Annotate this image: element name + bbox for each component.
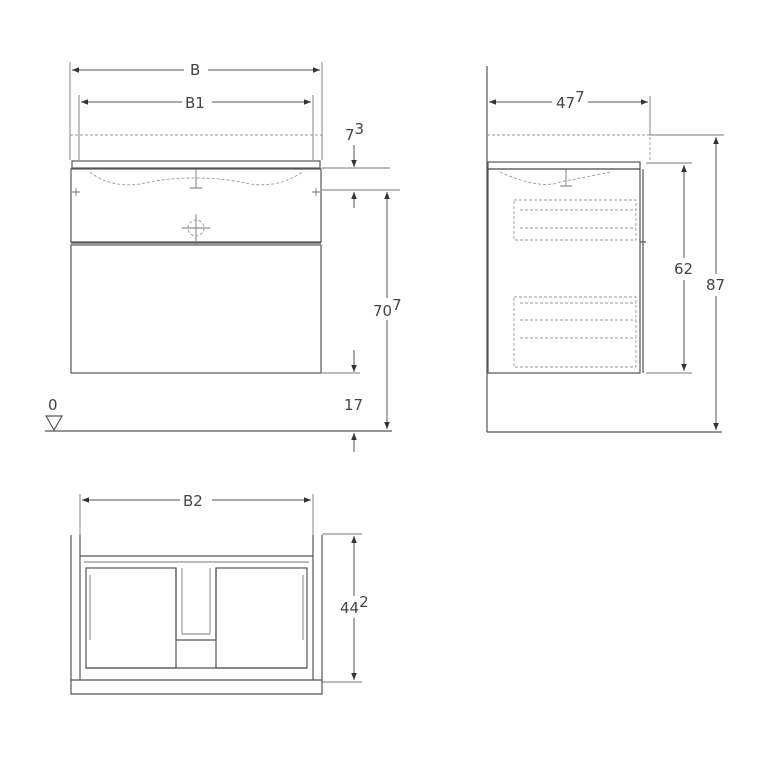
side-lower-drawer <box>513 296 637 368</box>
siphon-crosshair-icon <box>182 214 210 242</box>
side-tap-indicator <box>560 169 572 187</box>
dim-side-depth-label: 477 <box>556 88 585 112</box>
plan-view: B2 442 <box>70 490 372 695</box>
plan-drawer-left <box>85 567 177 669</box>
floor-level-icon <box>44 415 64 432</box>
dim-bottom-depth-label: 442 <box>340 593 369 617</box>
dim-b2-label: B2 <box>183 492 203 510</box>
plan-drawer-right <box>215 567 308 669</box>
dim-top-thickness-label: 73 <box>345 120 364 144</box>
dim-cabinet-height-label: 707 <box>373 296 402 320</box>
side-cabinet-body <box>487 168 641 374</box>
side-basin-bowl <box>499 171 613 185</box>
front-view: 0 B B1 73 707 17 <box>44 61 405 452</box>
dim-floor-gap-label: 17 <box>344 396 363 414</box>
dim-b1-label: B1 <box>185 94 205 112</box>
front-lower-drawer <box>70 244 322 374</box>
dim-b-label: B <box>190 61 200 79</box>
dim-side-inner-height-label: 62 <box>674 260 693 278</box>
front-basin-bowl <box>89 171 303 186</box>
plan-siphon-cutout <box>175 568 217 641</box>
plan-outer-frame <box>70 535 323 695</box>
front-tap-indicator <box>190 168 202 189</box>
dim-total-height-label: 87 <box>706 276 725 294</box>
front-basin-outline <box>69 134 323 160</box>
side-view: 477 62 87 <box>486 66 731 433</box>
front-countertop <box>71 160 321 169</box>
front-mount-marks <box>72 188 320 196</box>
side-upper-drawer <box>513 199 637 241</box>
floor-level-label: 0 <box>48 396 58 414</box>
side-countertop <box>487 161 641 170</box>
side-basin-outline <box>487 134 651 160</box>
